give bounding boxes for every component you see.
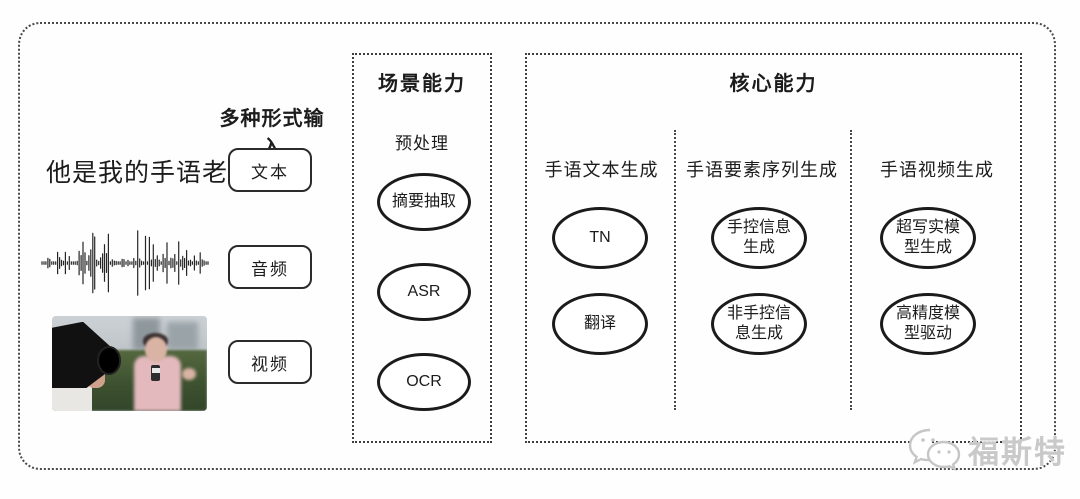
photo-reporter-jacket [134,355,181,411]
node-non-manual-info-generation: 非手控信息生成 [711,293,807,355]
column-divider [674,130,676,410]
column-header-sign-text-generation: 手语文本生成 [544,160,659,180]
node-ocr: OCR [377,353,471,411]
scene-capability-title: 场景能力 [378,73,466,95]
video-thumbnail [52,316,207,411]
node-asr: ASR [377,263,471,321]
node-hyperrealistic-model-generation: 超写实模型生成 [880,207,976,269]
photo-reporter-hand [182,368,197,380]
node-manual-info-generation: 手控信息生成 [711,207,807,269]
node-tn: TN [552,207,648,269]
input-type-text: 文本 [228,148,312,192]
node-high-precision-model-driving: 高精度模型驱动 [880,293,976,355]
node-summary-extraction: 摘要抽取 [377,173,471,231]
chat-bubbles-icon [908,428,961,472]
core-capability-title: 核心能力 [729,73,818,95]
node-translation: 翻译 [552,293,648,355]
input-type-audio: 音频 [228,245,312,289]
watermark-text: 福斯特 [968,434,1067,470]
photo-building [166,321,198,351]
photo-microphone-label [151,368,160,373]
scene-capability-box: 场景能力 预处理 摘要抽取 ASR OCR [352,53,492,443]
photo-reporter-head [145,336,167,362]
sample-sentence: 他是我的手语老师 [46,159,255,187]
preprocessing-label: 预处理 [395,134,449,153]
photo-camera-lens [98,348,119,373]
watermark: 福斯特 [906,424,1067,474]
column-divider [850,130,852,410]
input-type-video: 视频 [228,340,312,384]
column-header-sign-element-sequence-generation: 手语要素序列生成 [686,160,838,180]
core-capability-box: 核心能力 手语文本生成 手语要素序列生成 手语视频生成 TN 翻译 手控信息生成… [525,53,1022,443]
column-header-sign-video-generation: 手语视频生成 [880,160,994,180]
audio-waveform-graphic [41,230,209,296]
outer-dotted-border [18,22,1056,470]
